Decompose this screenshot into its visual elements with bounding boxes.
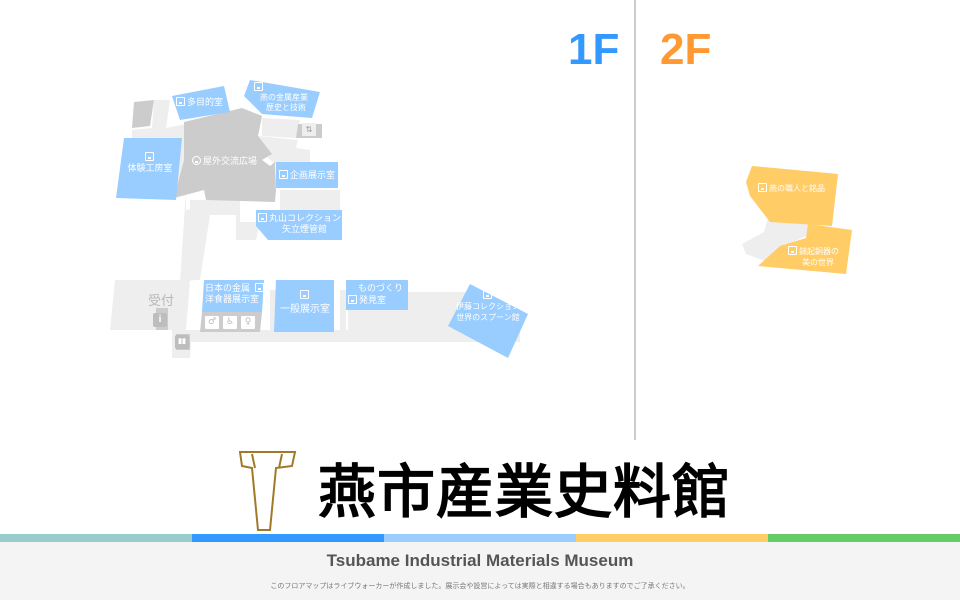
room-icon <box>758 183 767 192</box>
plaza[interactable]: 屋外交流広場 <box>192 156 257 168</box>
museum-title-jp: 燕市産業史料館 <box>318 458 732 526</box>
elevator-icon: ▮▮ <box>175 335 189 349</box>
room-special-exhibition[interactable]: 企画展示室 <box>279 170 335 182</box>
footer-note: このフロアマップはライブウォーカーが作成しました。展示会や設営によっては実際と相… <box>270 582 690 590</box>
restroom-male-icon: ♂ <box>205 316 219 329</box>
stairs-icon: ⇅ <box>302 123 316 136</box>
room-tsuiki-copperware[interactable]: 鎚起銅器の 美の世界 <box>788 246 839 268</box>
room-icon <box>348 295 357 304</box>
color-strip <box>0 534 960 542</box>
strip-segment-teal <box>0 534 192 542</box>
floor-divider <box>634 0 636 440</box>
room-multipurpose[interactable]: 多目的室 <box>176 97 223 109</box>
room-icon <box>144 152 154 161</box>
floor-label-2f: 2F <box>660 25 712 74</box>
rooms-1f <box>116 80 528 358</box>
strip-segment-lightblue <box>384 534 576 542</box>
strip-segment-green <box>768 534 960 542</box>
room-icon <box>299 290 309 299</box>
strip-segment-yellow <box>576 534 768 542</box>
room-icon <box>788 246 797 255</box>
room-ito-spoon[interactable]: 伊藤コレクション 世界のスプーン館 <box>452 290 524 323</box>
museum-logo <box>238 451 297 531</box>
reception-label: 受付 <box>148 294 175 309</box>
corridors-2f <box>742 218 810 262</box>
room-maruyama[interactable]: 丸山コレクション 矢立煙管館 <box>258 213 341 236</box>
restroom-female-icon: ♀ <box>241 316 255 329</box>
rooms-2f <box>746 166 852 274</box>
room-western-tableware[interactable]: 日本の金属 洋食器展示室 <box>205 283 266 306</box>
floor-map <box>110 80 852 531</box>
footer: Tsubame Industrial Materials Museum このフロ… <box>0 542 960 600</box>
info-icon[interactable]: i <box>153 313 167 327</box>
room-icon <box>254 82 263 91</box>
room-monozukuri[interactable]: ものづくり 発見室 <box>348 284 403 307</box>
room-icon <box>279 170 288 179</box>
floor-label-1f: 1F <box>568 25 620 74</box>
strip-segment-blue <box>192 534 384 542</box>
museum-title-en: Tsubame Industrial Materials Museum <box>326 551 634 570</box>
room-general-exhibition[interactable]: 一般展示室 <box>276 289 334 317</box>
room-icon <box>176 97 185 106</box>
restroom-accessible-icon: ♿ <box>223 316 237 329</box>
room-icon <box>258 213 267 222</box>
room-icon <box>254 283 264 292</box>
room-craftsmen[interactable]: 燕の職人と銘品 <box>758 183 825 194</box>
sun-icon <box>192 156 201 165</box>
room-workshop[interactable]: 体験工房室 <box>124 152 176 175</box>
room-history[interactable]: 燕の金属産業 歴史と技術 <box>254 82 308 113</box>
room-icon <box>482 290 492 299</box>
